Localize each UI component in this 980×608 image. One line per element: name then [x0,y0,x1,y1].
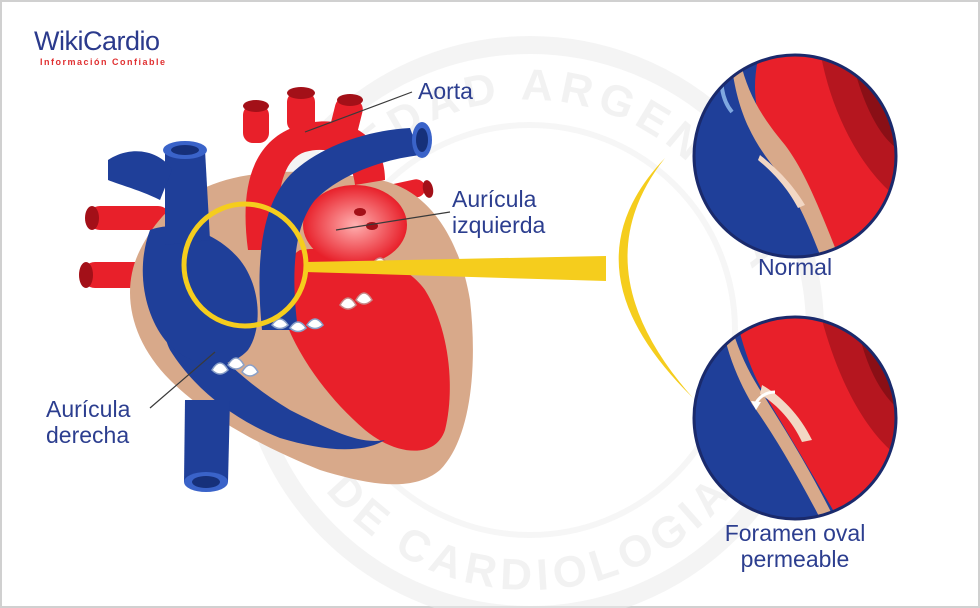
label-left-atrium: Aurícula izquierda [452,186,545,238]
label-right-atrium-line1: Aurícula [46,396,131,422]
pulmonary-valve [271,318,324,333]
pulmonary-artery [259,128,420,330]
left-atrium [303,185,407,265]
label-pfo-line2: permeable [740,546,850,572]
right-atrium [142,226,258,365]
label-pfo: Foramen oval permeable [690,520,900,572]
left-ventricle [280,248,450,451]
logo-tagline: Información Confiable [40,57,167,67]
zoom-connector-bracket [618,158,693,398]
superior-vena-cava [165,150,210,245]
heart-illustration [79,87,473,492]
label-right-atrium: Aurícula derecha [46,396,130,448]
label-left-atrium-line1: Aurícula [452,186,537,212]
label-pfo-line1: Foramen oval [724,520,866,546]
aorta-leader-line [304,91,413,133]
label-normal: Normal [757,254,833,280]
tricuspid-valve [211,357,259,377]
zoom-connector-beam [305,256,606,281]
label-right-atrium-line2: derecha [46,422,130,448]
zoom-view-normal [692,53,898,259]
inferior-vena-cava [184,400,230,482]
right-atrium-leader-line [149,351,216,409]
wikicardio-logo: WikiCardio Información Confiable [34,26,167,68]
logo-name: WikiCardio [34,26,160,56]
label-left-atrium-line2: izquierda [452,212,546,238]
left-atrium-leader-line [335,211,451,231]
label-aorta: Aorta [418,78,473,104]
